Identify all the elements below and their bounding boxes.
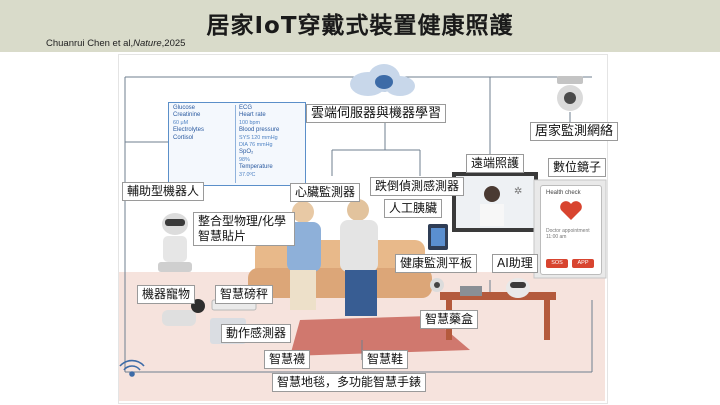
citation-journal: Nature xyxy=(133,38,162,49)
monitor-heartrate-label: Heart rate xyxy=(239,112,266,119)
citation-year: ,2025 xyxy=(161,38,186,49)
app-button[interactable]: APP xyxy=(572,259,594,268)
label-smart-shoes: 智慧鞋 xyxy=(362,350,409,369)
monitor-temp-value: 37.0ºC xyxy=(239,171,256,178)
monitor-divider xyxy=(235,105,236,183)
monitor-creatinine-label: Creatinine xyxy=(173,112,201,119)
label-remote-care: 遠端照護 xyxy=(466,154,525,173)
header-bar xyxy=(0,0,720,52)
robot-pet xyxy=(162,299,205,326)
monitor-cortisol-label: Cortisol xyxy=(173,134,194,141)
health-check-card: Health check Doctor appointment 11:00 am… xyxy=(540,185,602,275)
wifi-icon xyxy=(119,359,145,377)
heart-icon xyxy=(560,201,582,220)
monitor-glucose-label: Glucose xyxy=(173,105,196,111)
monitor-bp-dia: DIA 76 mmHg xyxy=(239,142,273,149)
assist-robot xyxy=(158,213,192,272)
monitor-left-column: Glucose Creatinine 60 μM Electrolytes Co… xyxy=(173,105,204,142)
citation: Chuanrui Chen et al,Nature,2025 xyxy=(46,38,185,49)
citation-authors: Chuanrui Chen et al, xyxy=(46,38,134,49)
health-check-title: Health check xyxy=(546,190,581,196)
label-ai-assistant: AI助理 xyxy=(492,254,538,273)
ai-assistant-robot xyxy=(506,278,530,298)
label-assist-robot: 輔助型機器人 xyxy=(122,182,205,201)
monitor-spo2-value: 98% xyxy=(239,156,250,163)
patient-right xyxy=(340,199,378,316)
label-smart-patch: 整合型物理/化學智慧貼片 xyxy=(193,212,295,246)
monitor-heartrate-value: 100 bpm xyxy=(239,119,260,126)
label-artificial-pancreas: 人工胰臟 xyxy=(384,199,443,218)
label-smart-socks: 智慧襪 xyxy=(264,350,311,369)
monitor-right-column: ECG Heart rate 100 bpm Blood pressure SY… xyxy=(239,105,279,179)
tablet xyxy=(428,224,448,250)
monitor-bp-label: Blood pressure xyxy=(239,127,280,134)
label-digital-mirror: 數位鏡子 xyxy=(548,158,607,177)
monitor-temp-label: Temperature xyxy=(239,164,273,171)
label-health-tablet: 健康監測平板 xyxy=(395,254,478,273)
patient-left xyxy=(287,201,321,310)
page-title: 居家IoT穿戴式裝置健康照護 xyxy=(206,13,514,39)
pillbox xyxy=(460,286,482,296)
label-home-network: 居家監測網絡 xyxy=(530,122,619,141)
vital-signs-monitor: Glucose Creatinine 60 μM Electrolytes Co… xyxy=(168,102,306,186)
monitor-spo2-label: SpO₂ xyxy=(239,149,254,156)
svg-text:✲: ✲ xyxy=(514,186,522,197)
label-smart-carpet-watch: 智慧地毯，多功能智慧手錶 xyxy=(272,373,427,392)
sos-button[interactable]: SOS xyxy=(546,259,568,268)
label-cloud: 雲端伺服器與機器學習 xyxy=(306,104,447,123)
cloud-server xyxy=(350,64,415,96)
label-robot-pet: 機器寵物 xyxy=(137,285,196,304)
label-smart-scale: 智慧磅秤 xyxy=(215,285,274,304)
table-camera xyxy=(430,278,444,292)
label-fall-sensor: 跌倒偵測感測器 xyxy=(370,177,465,196)
health-check-detail: Doctor appointment 11:00 am xyxy=(546,228,590,240)
monitor-bp-sys: SYS 120 mmHg xyxy=(239,134,278,141)
label-motion-sensor: 動作感測器 xyxy=(221,324,292,343)
monitor-ecg-label: ECG xyxy=(239,105,253,111)
label-smart-pillbox: 智慧藥盒 xyxy=(420,310,479,329)
monitor-electrolytes-label: Electrolytes xyxy=(173,127,205,134)
remote-care-screen: ✲ xyxy=(452,172,538,232)
label-heart-monitor: 心臟監測器 xyxy=(290,183,361,202)
home-camera xyxy=(557,76,583,111)
monitor-creatinine-value: 60 μM xyxy=(173,119,189,126)
